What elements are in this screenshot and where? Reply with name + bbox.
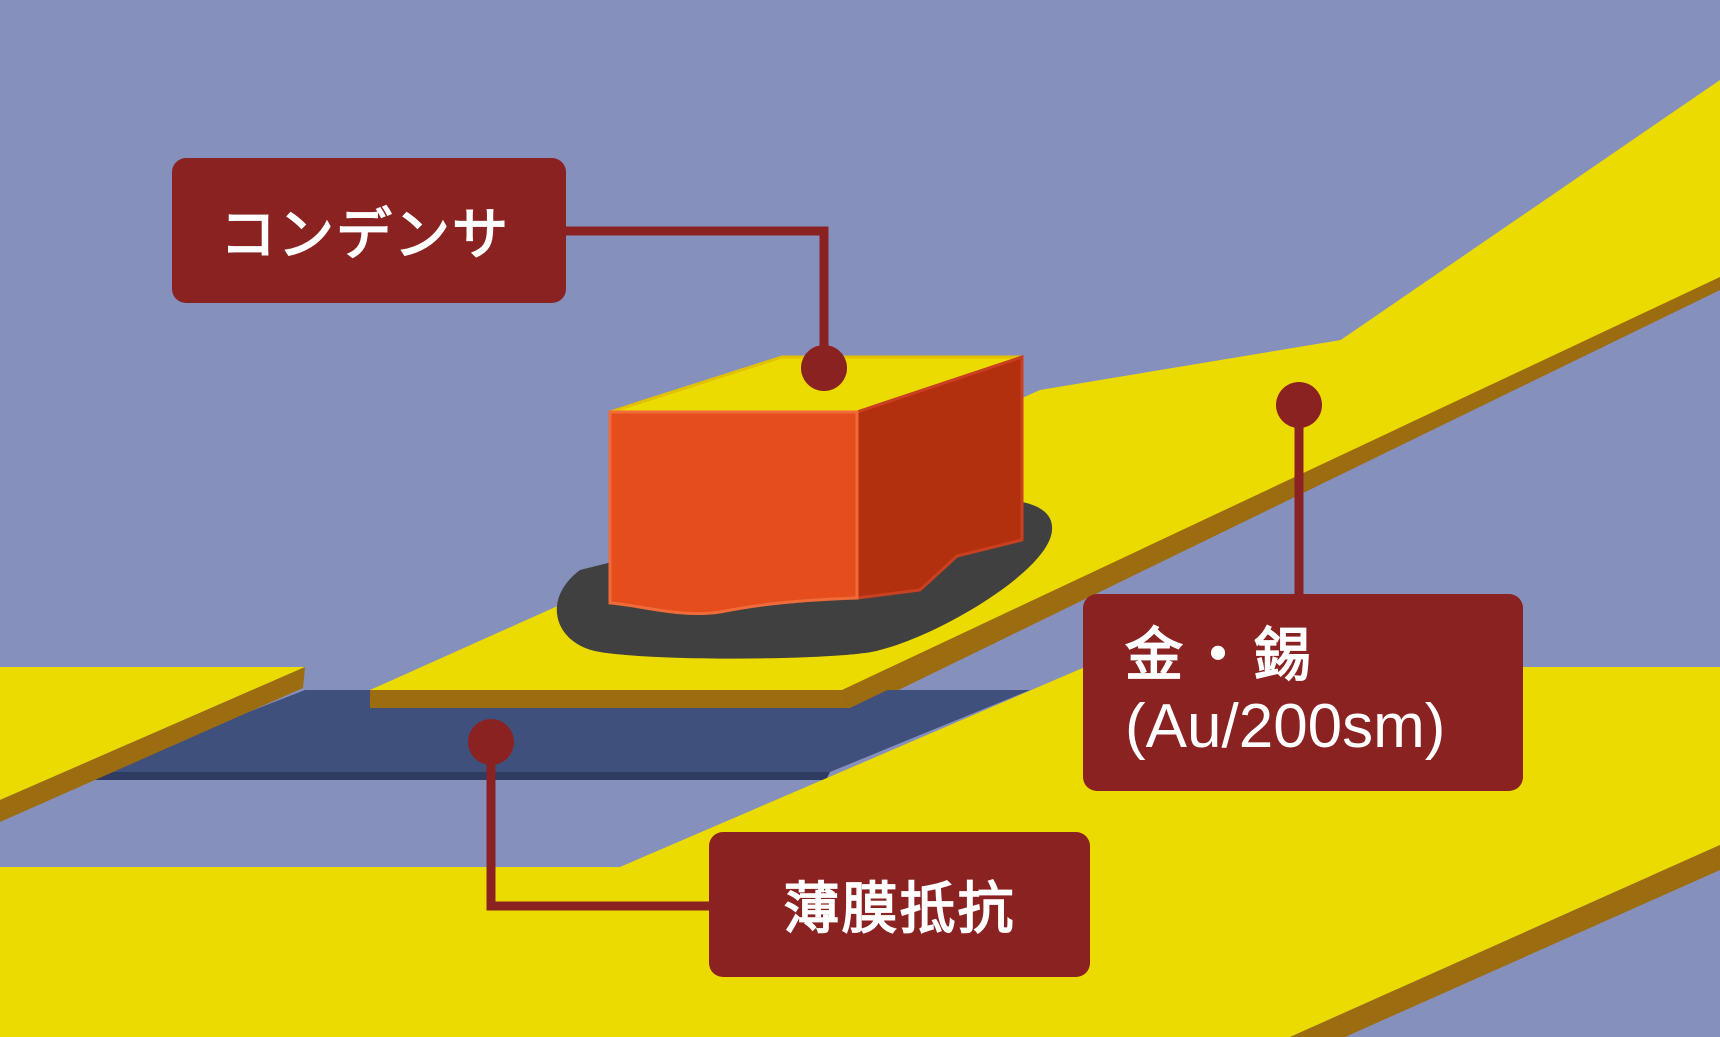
capacitor-label-text: コンデンサ	[220, 203, 510, 268]
capacitor-label: コンデンサ	[172, 158, 566, 303]
film-leader	[486, 742, 709, 911]
leader-lines	[486, 226, 1304, 911]
film-marker-dot	[468, 719, 514, 765]
metal-marker-dot	[1276, 382, 1322, 428]
thin-film-label: 薄膜抵抗	[709, 832, 1090, 977]
metal-label-spec: (Au/200sm)	[1125, 692, 1446, 762]
capacitor-marker-dot	[801, 345, 847, 391]
thin-film-resistor	[90, 690, 1030, 780]
metal-label-name: 金・錫	[1125, 620, 1318, 689]
left-gold-pad	[0, 667, 305, 822]
thin-film-label-text: 薄膜抵抗	[783, 877, 1016, 942]
capacitor-leader	[566, 226, 829, 368]
metal-label: 金・錫 (Au/200sm)	[1083, 594, 1523, 791]
